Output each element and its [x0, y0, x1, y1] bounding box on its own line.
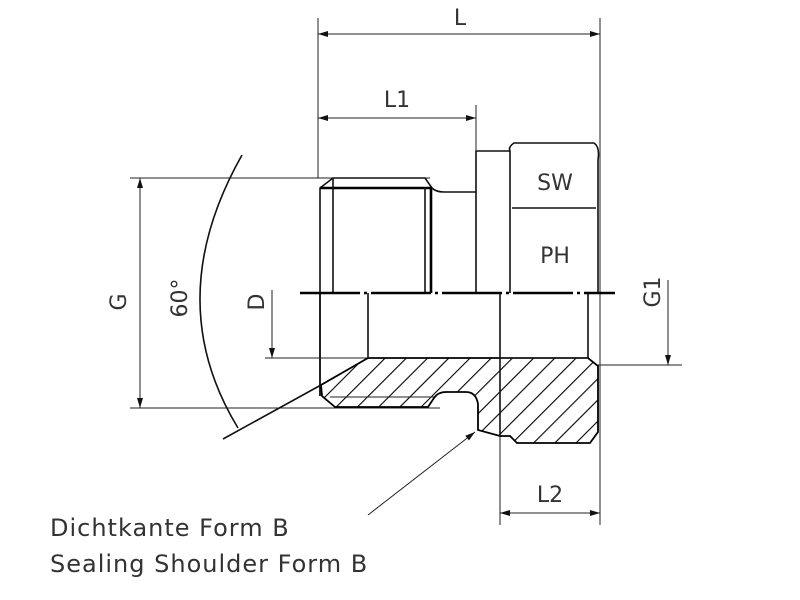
- dimension-lines: [137, 31, 671, 516]
- label-angle: 60°: [168, 279, 193, 318]
- label-G1: G1: [641, 276, 666, 307]
- label-D: D: [245, 294, 270, 311]
- label-SW: SW: [537, 171, 573, 196]
- hatched-section: [320, 357, 599, 444]
- fitting-outline: [319, 142, 600, 436]
- label-L1: L1: [384, 88, 410, 113]
- caption-german: Dichtkante Form B: [50, 514, 290, 542]
- label-L2: L2: [537, 483, 563, 508]
- label-G: G: [107, 293, 132, 310]
- leader-line: [367, 431, 476, 516]
- label-L: L: [454, 6, 467, 31]
- caption-english: Sealing Shoulder Form B: [50, 550, 368, 578]
- label-PH: PH: [540, 244, 570, 269]
